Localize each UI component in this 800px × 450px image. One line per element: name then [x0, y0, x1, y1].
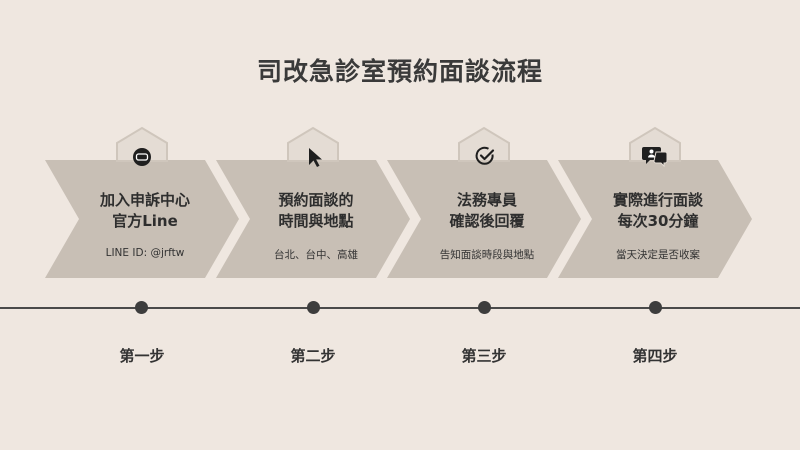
chat-person-icon: [642, 147, 668, 168]
step-1-subtitle: LINE ID: @jrftw: [105, 247, 185, 259]
step-3-title: 法務專員 確認後回覆: [449, 191, 525, 230]
timeline-dot-3: [478, 301, 491, 314]
step-1-chevron: [45, 160, 239, 278]
timeline-line: [0, 307, 800, 309]
step-4-subtitle: 當天決定是否收案: [616, 249, 700, 261]
step-2-label: 第二步: [290, 347, 336, 365]
step-2-badge: [287, 126, 339, 162]
timeline-dot-1: [135, 301, 148, 314]
step-4-label: 第四步: [632, 347, 678, 365]
step-3-label: 第三步: [461, 347, 507, 365]
step-3-badge: [458, 126, 510, 162]
timeline-dot-2: [307, 301, 320, 314]
step-4: 實際進行面談 每次30分鐘 當天決定是否收案: [558, 0, 758, 450]
step-2-subtitle: 台北、台中、高雄: [274, 249, 358, 261]
step-3: 法務專員 確認後回覆 告知面談時段與地點: [387, 0, 587, 450]
step-1-label: 第一步: [119, 347, 165, 365]
line-chat-icon: [133, 148, 151, 166]
step-3-chevron: [387, 160, 581, 278]
page-title: 司改急診室預約面談流程: [256, 57, 543, 86]
cursor-icon: [309, 148, 322, 167]
step-4-title: 實際進行面談 每次30分鐘: [612, 191, 703, 230]
step-1-title: 加入申訴中心 官方Line: [99, 191, 190, 230]
step-1-badge: [116, 126, 168, 162]
step-1: 加入申訴中心 官方Line LINE ID: @jrftw: [45, 0, 245, 450]
step-3-subtitle: 告知面談時段與地點: [439, 249, 535, 261]
check-circle-icon: [475, 146, 495, 165]
step-2-chevron: [216, 160, 410, 278]
step-2: 預約面談的 時間與地點 台北、台中、高雄: [216, 0, 416, 450]
step-2-title: 預約面談的 時間與地點: [278, 191, 354, 230]
step-4-chevron: [558, 160, 752, 278]
timeline-dot-4: [649, 301, 662, 314]
